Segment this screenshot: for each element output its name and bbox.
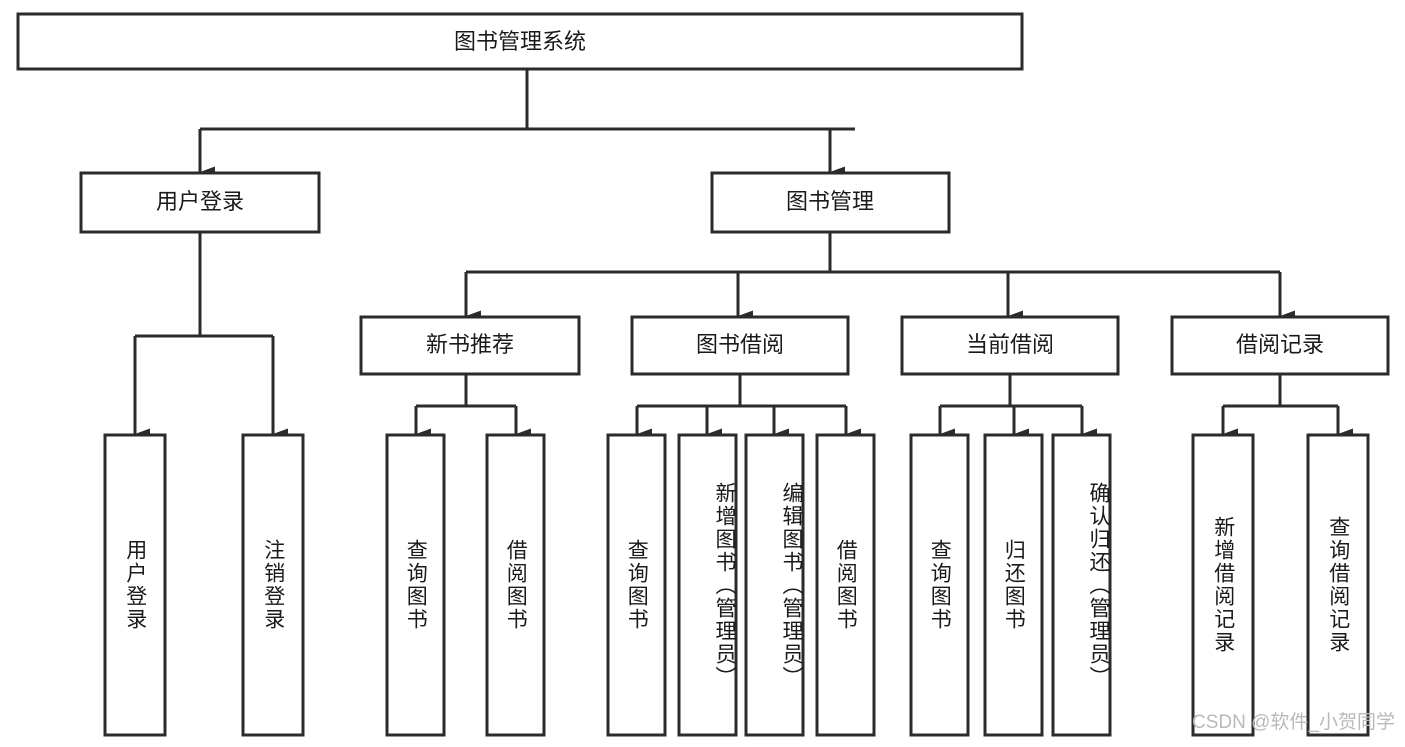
leaf-query-borrow-record-box[interactable]	[1306, 433, 1370, 737]
leaf-edit-book-admin-label: 编辑图书（管理员）	[780, 481, 803, 689]
node-book-borrow[interactable]: 图书借阅	[630, 315, 850, 376]
node-root-label: 图书管理系统	[454, 29, 586, 54]
connector-group-book-manage-to-level3	[464, 232, 1295, 322]
node-book-manage[interactable]: 图书管理	[710, 171, 951, 234]
leaf-borrow-book-1-label: 借阅图书	[504, 539, 528, 631]
leaf-boxes-group	[103, 433, 1370, 737]
leaf-add-book-admin-label: 新增图书（管理员）	[713, 481, 736, 689]
leaf-edit-book-admin-box[interactable]	[744, 433, 805, 737]
leaf-confirm-return-admin-box[interactable]	[1051, 433, 1112, 737]
connector-group-book-borrow-to-leaves	[635, 374, 861, 440]
leaf-return-book-label: 归还图书	[1002, 539, 1026, 631]
node-new-book-recommend-box[interactable]	[359, 315, 581, 376]
leaf-return-book-box[interactable]	[983, 433, 1044, 737]
csdn-watermark: CSDN @软件_小贺同学	[1192, 712, 1395, 733]
node-book-manage-box[interactable]	[710, 171, 951, 234]
leaf-borrow-book-1-box[interactable]	[485, 433, 546, 737]
leaf-user-login-label: 用户登录	[123, 539, 147, 631]
leaf-query-book-1-box[interactable]	[385, 433, 446, 737]
leaf-borrow-book-2-label: 借阅图书	[834, 539, 858, 631]
node-new-book-recommend[interactable]: 新书推荐	[359, 315, 581, 376]
node-user-login[interactable]: 用户登录	[79, 171, 321, 234]
node-book-borrow-box[interactable]	[630, 315, 850, 376]
node-current-borrow-label: 当前借阅	[966, 332, 1054, 357]
node-user-login-label: 用户登录	[156, 189, 244, 214]
node-user-login-box[interactable]	[79, 171, 321, 234]
node-borrow-record-label: 借阅记录	[1236, 332, 1324, 357]
leaf-add-borrow-record-label: 新增借阅记录	[1211, 516, 1235, 654]
leaf-query-book-1-label: 查询图书	[404, 539, 428, 631]
leaf-add-book-admin-box[interactable]	[677, 433, 738, 737]
leaf-borrow-book-2-box[interactable]	[815, 433, 876, 737]
node-root[interactable]: 图书管理系统	[16, 12, 1024, 71]
node-book-manage-label: 图书管理	[786, 189, 874, 214]
node-current-borrow-box[interactable]	[900, 315, 1120, 376]
node-book-borrow-label: 图书借阅	[696, 332, 784, 357]
leaf-query-borrow-record-label: 查询借阅记录	[1326, 516, 1350, 654]
connector-group-current-borrow-to-leaves	[938, 374, 1097, 440]
leaf-query-book-2-label: 查询图书	[625, 539, 649, 631]
connector-group-borrow-record-to-leaves	[1221, 374, 1353, 440]
leaf-confirm-return-admin-label: 确认归还（管理员）	[1087, 481, 1110, 689]
node-new-book-recommend-label: 新书推荐	[426, 332, 514, 357]
connector-group-user-login-to-leaves	[133, 232, 288, 440]
node-root-box[interactable]	[16, 12, 1024, 71]
leaf-query-book-3-label: 查询图书	[928, 539, 952, 631]
leaf-query-book-2-box[interactable]	[606, 433, 667, 737]
node-borrow-record-box[interactable]	[1170, 315, 1390, 376]
leaf-user-logout-box[interactable]	[241, 433, 305, 737]
node-current-borrow[interactable]: 当前借阅	[900, 315, 1120, 376]
leaf-user-login-box[interactable]	[103, 433, 167, 737]
leaf-add-borrow-record-box[interactable]	[1191, 433, 1255, 737]
node-borrow-record[interactable]: 借阅记录	[1170, 315, 1390, 376]
leaf-user-logout-label: 注销登录	[261, 539, 285, 631]
connector-group-root-to-level2	[198, 69, 855, 178]
connector-group-new-book-recommend-to-leaves	[414, 374, 531, 440]
leaf-query-book-3-box[interactable]	[909, 433, 970, 737]
